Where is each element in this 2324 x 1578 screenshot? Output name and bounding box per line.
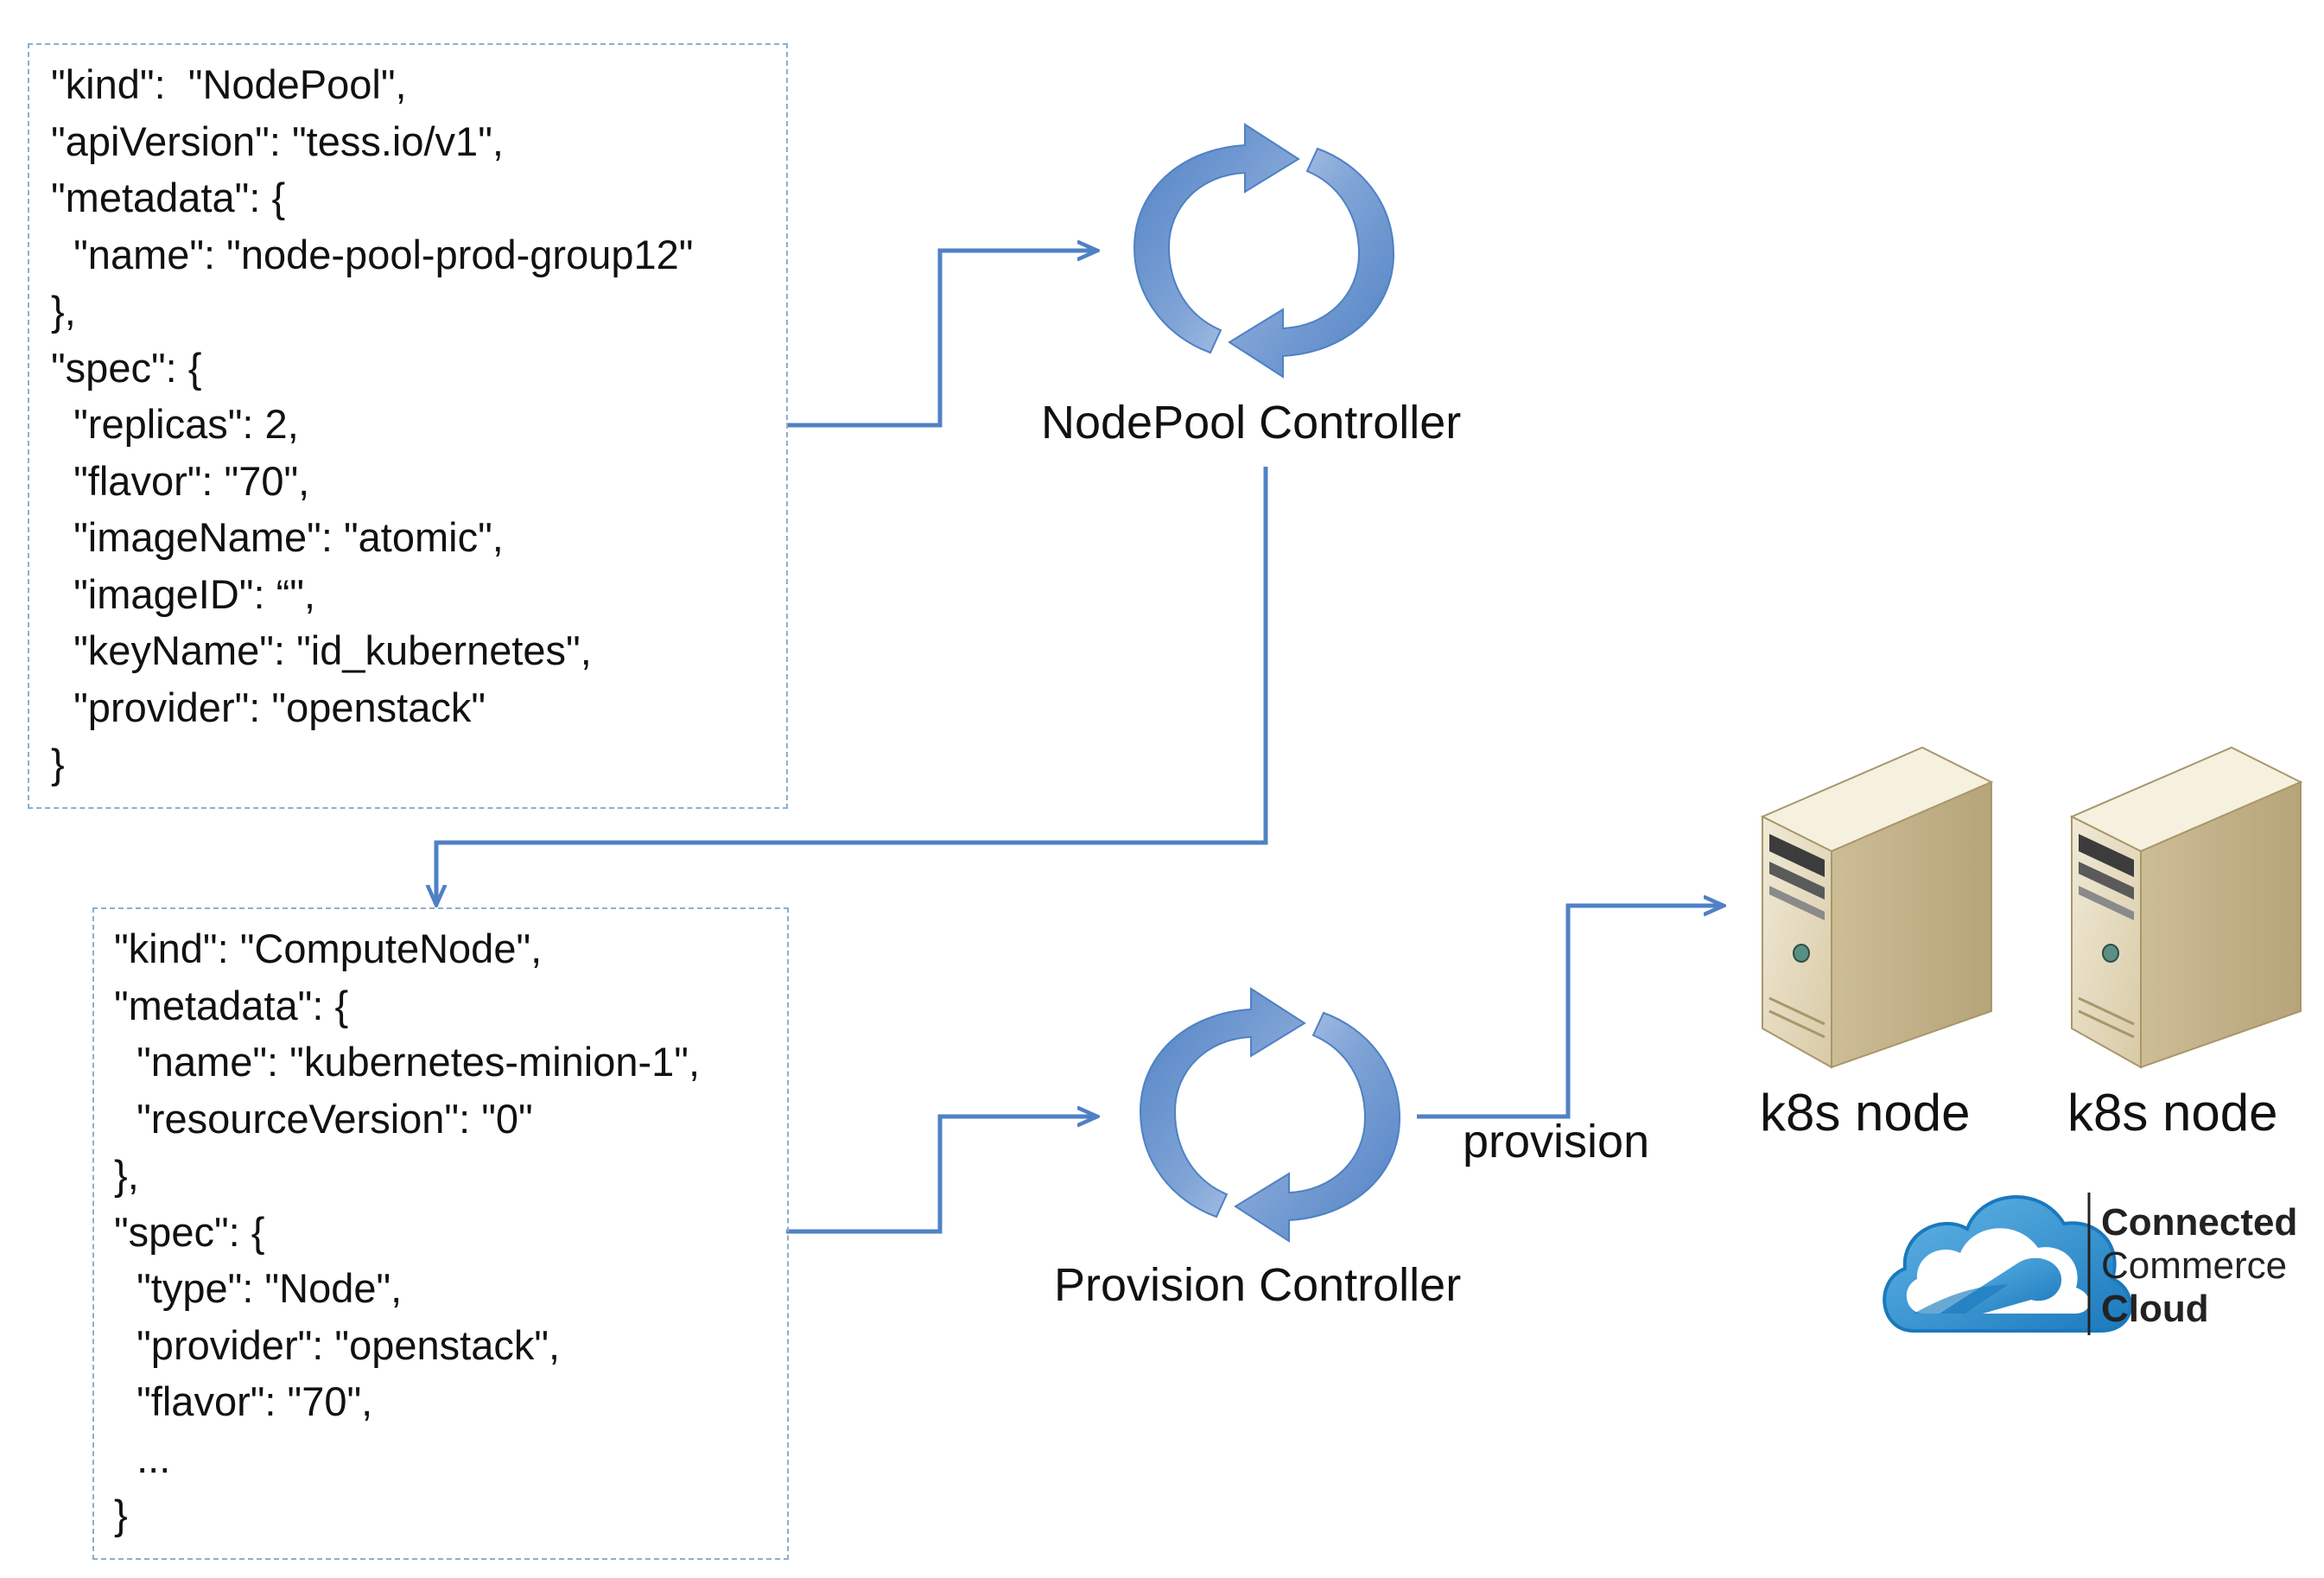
logo-text-cloud: Cloud — [2101, 1288, 2209, 1330]
provision-controller-label: Provision Controller — [1054, 1259, 1462, 1311]
arrow-computenode-to-provision-controller — [786, 1117, 1093, 1234]
code-line: ... — [114, 1435, 171, 1481]
arrow-provision-to-nodes — [1417, 906, 1719, 1119]
arrow-spec-to-nodepool-controller — [786, 251, 1093, 428]
logo-text-commerce: Commerce — [2101, 1244, 2288, 1287]
nodepool-controller-cycle-icon — [1133, 123, 1395, 379]
code-line: "keyName": "id_kubernetes", — [51, 627, 592, 673]
logo-text-connected: Connected — [2101, 1201, 2298, 1244]
code-line: "spec": { — [51, 344, 202, 391]
code-line: } — [114, 1492, 128, 1537]
code-line: "spec": { — [114, 1208, 265, 1255]
code-line: }, — [51, 288, 76, 334]
nodepool-controller-label: NodePool Controller — [1041, 397, 1462, 449]
code-line: "name": "node-pool-prod-group12" — [51, 231, 694, 277]
computenode-spec-box: "kind": "ComputeNode", "metadata": { "nam… — [92, 907, 789, 1560]
code-line: } — [51, 741, 65, 786]
code-line: "metadata": { — [51, 175, 286, 220]
k8s-node-label: k8s node — [1760, 1084, 1971, 1142]
code-line: }, — [114, 1152, 139, 1198]
code-line: "flavor": "70", — [51, 457, 310, 504]
code-line: "name": "kubernetes-minion-1", — [114, 1039, 701, 1085]
code-line: "kind": "NodePool", — [51, 61, 407, 107]
provision-controller-cycle-icon — [1139, 987, 1401, 1243]
code-line: "flavor": "70", — [114, 1378, 373, 1424]
server-icon — [1760, 746, 1994, 1069]
server-icon — [2069, 746, 2303, 1069]
code-line: "resourceVersion": "0" — [114, 1095, 533, 1142]
code-line: "kind": "ComputeNode", — [114, 926, 543, 971]
code-line: "apiVersion": "tess.io/v1", — [51, 118, 504, 164]
arrow-nodepool-controller-to-computenode — [436, 467, 1268, 900]
code-line: "imageID": “", — [51, 570, 316, 617]
code-line: "replicas": 2, — [51, 401, 299, 447]
code-line: "imageName": "atomic", — [51, 514, 504, 560]
nodepool-spec-box: "kind": "NodePool", "apiVersion": "tess.i… — [28, 43, 788, 809]
code-line: "metadata": { — [114, 982, 349, 1028]
k8s-node-label: k8s node — [2067, 1084, 2278, 1142]
code-line: "provider": "openstack" — [51, 684, 486, 730]
cloud-logo-icon — [1883, 1195, 2132, 1333]
code-line: "type": "Node", — [114, 1265, 403, 1311]
provision-edge-label: provision — [1463, 1116, 1650, 1168]
code-line: "provider": "openstack", — [114, 1321, 561, 1368]
